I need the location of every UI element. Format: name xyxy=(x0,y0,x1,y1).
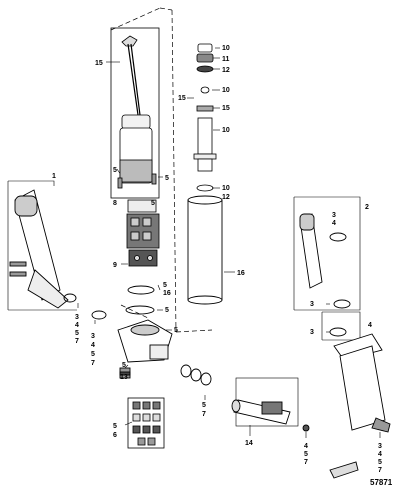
callout-10a: 10 xyxy=(222,45,230,52)
callout-12a: 12 xyxy=(222,67,230,74)
callout-7d: 7 xyxy=(304,459,308,466)
callout-5l: 5 xyxy=(304,451,308,458)
callout-10c: 10 xyxy=(222,127,230,134)
callout-3e: 3 xyxy=(310,329,314,336)
o-rings xyxy=(91,232,351,386)
callout-10d: 10 xyxy=(222,185,230,192)
callout-4f: 4 xyxy=(378,451,382,458)
callout-12b: 12 xyxy=(222,194,230,201)
callout-5g: 5 xyxy=(165,307,169,314)
callout-6: 6 xyxy=(113,432,117,439)
callout-5f: 5 xyxy=(163,282,167,289)
callout-4b: 4 xyxy=(91,342,95,349)
callout-5c: 5 xyxy=(113,167,117,174)
callout-7b: 7 xyxy=(91,360,95,367)
pump-assembly-8-9 xyxy=(126,199,160,267)
callout-7c: 7 xyxy=(202,411,206,418)
callout-11: 11 xyxy=(222,56,230,63)
fittings-kit-5-6 xyxy=(127,397,165,449)
leader-lines xyxy=(7,47,381,438)
callout-5h: 5 xyxy=(174,327,178,334)
callout-3c: 3 xyxy=(332,212,336,219)
callout-5b: 5 xyxy=(91,351,95,358)
callout-1: 1 xyxy=(52,173,56,180)
callout-5a: 5 xyxy=(75,330,79,337)
callout-5m: 5 xyxy=(378,459,382,466)
callout-5d: 5 xyxy=(165,175,169,182)
callout-16a: 16 xyxy=(237,270,245,277)
cylinder-1 xyxy=(9,189,77,309)
valve-parts-10-11-12 xyxy=(193,43,217,192)
callout-15c: 15 xyxy=(222,105,230,112)
shaft-14 xyxy=(231,377,310,432)
callout-labels: 1 2 3 3 3 3 3 4 4 4 4 4 5 5 5 5 5 5 5 5 … xyxy=(52,45,393,487)
callout-9: 9 xyxy=(113,262,117,269)
callout-8: 8 xyxy=(113,200,117,207)
callout-15a: 15 xyxy=(95,60,103,67)
callout-3b: 3 xyxy=(91,333,95,340)
callout-5j: 5 xyxy=(113,423,117,430)
callout-16b: 16 xyxy=(163,290,171,297)
callout-10b: 10 xyxy=(222,87,230,94)
callout-4d: 4 xyxy=(368,322,372,329)
callout-3d: 3 xyxy=(310,301,314,308)
figure-id: 57871 xyxy=(370,478,393,487)
callout-15b: 15 xyxy=(178,95,186,102)
callout-7e: 7 xyxy=(378,467,382,474)
reservoir-16 xyxy=(187,195,223,305)
callout-2: 2 xyxy=(365,204,369,211)
callout-3a: 3 xyxy=(75,314,79,321)
callout-7a: 7 xyxy=(75,338,79,345)
callout-3g: 3 xyxy=(378,443,382,450)
callout-14: 14 xyxy=(245,440,253,447)
callout-4c: 4 xyxy=(332,220,336,227)
callout-13: 13 xyxy=(120,374,128,381)
callout-5i: 5 xyxy=(122,362,126,369)
valve-block-5 xyxy=(117,319,173,379)
callout-4a: 4 xyxy=(75,322,79,329)
callout-5k: 5 xyxy=(202,402,206,409)
motor-assembly-15 xyxy=(110,27,160,199)
callout-5e: 5 xyxy=(151,200,155,207)
callout-4e: 4 xyxy=(304,443,308,450)
dashed-guide-lines xyxy=(110,7,213,333)
cylinder-2 xyxy=(299,213,391,479)
